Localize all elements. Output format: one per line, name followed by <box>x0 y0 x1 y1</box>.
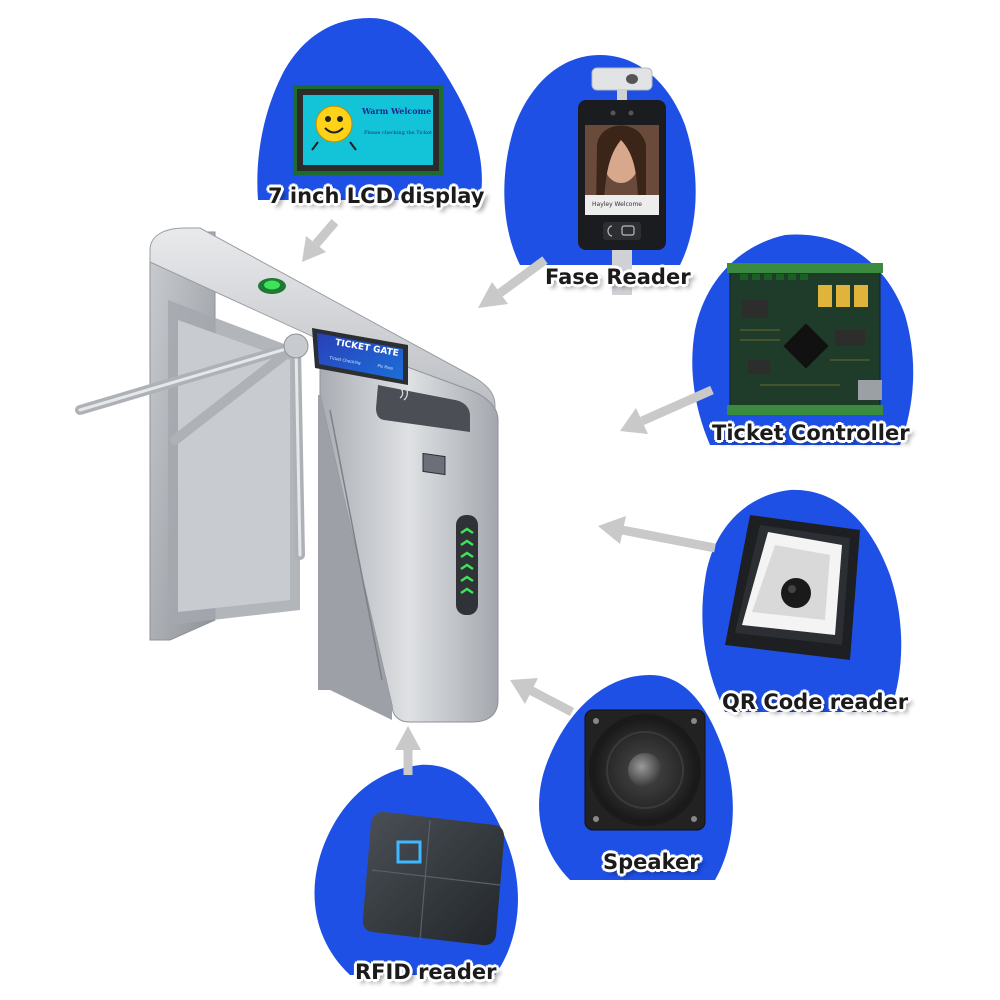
label-face-reader: Fase Reader <box>545 265 691 289</box>
arrow-face <box>478 256 548 308</box>
qr-scanner-icon <box>725 515 860 660</box>
gate-screen <box>312 328 408 385</box>
turnstile-cabinet <box>319 334 499 723</box>
face-reader-name-text: Hayley Welcome <box>592 201 643 208</box>
arrow-controller <box>620 385 714 434</box>
passage-chevron-strip <box>456 515 478 615</box>
arrow-speaker <box>510 678 575 716</box>
label-lcd-display: 7 inch LCD display <box>268 184 485 208</box>
face-reader-icon <box>578 67 666 295</box>
speaker-icon <box>584 709 706 831</box>
tripod-arms <box>75 341 305 560</box>
direction-indicator-icon <box>258 278 286 294</box>
label-rfid-reader: RFID reader <box>355 960 497 984</box>
lcd-welcome-text: Warm Welcome <box>362 106 432 116</box>
label-speaker: Speaker <box>603 850 700 874</box>
arrow-lcd <box>302 219 339 262</box>
circuit-board-icon <box>727 263 883 415</box>
lcd-display-icon <box>293 85 443 175</box>
turnstile <box>75 227 499 723</box>
rfid-card-reader-icon <box>362 811 505 946</box>
label-qr-code-reader: QR Code reader <box>722 690 909 714</box>
arrow-qr <box>598 516 716 553</box>
label-ticket-controller: Ticket Controller <box>712 421 910 445</box>
arrows <box>302 219 716 775</box>
arrow-rfid <box>395 726 421 775</box>
lcd-prompt-text: Please checking the Ticket <box>364 130 432 136</box>
gate-card-reader <box>376 385 470 476</box>
